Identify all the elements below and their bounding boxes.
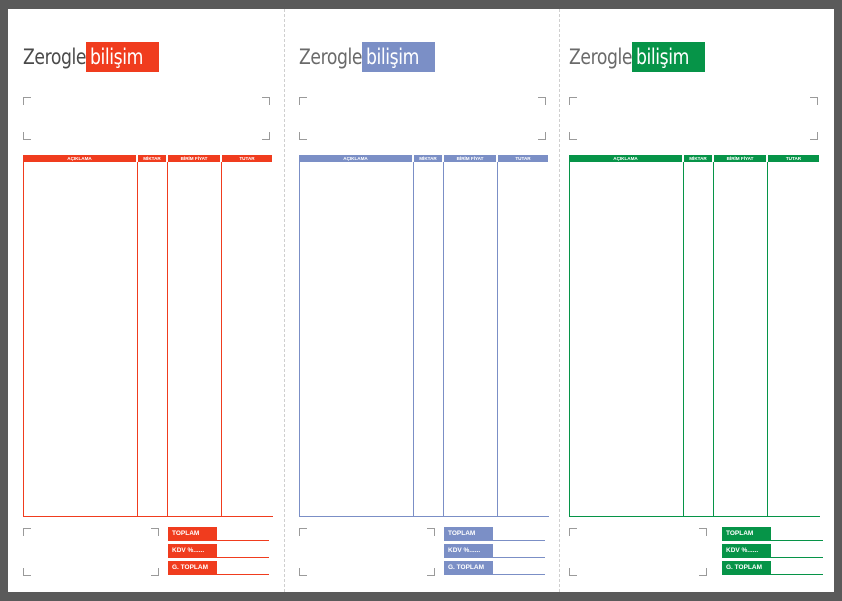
table-header: AÇIKLAMA MİKTAR BİRİM FİYAT TUTAR bbox=[23, 155, 272, 162]
brand-name: Zerogle bbox=[299, 45, 363, 69]
total-line bbox=[493, 540, 545, 541]
brand-name: Zerogle bbox=[23, 45, 87, 69]
crop-mark bbox=[699, 568, 707, 576]
crop-mark bbox=[810, 132, 818, 140]
grand-total-label: G. TOPLAM bbox=[722, 561, 771, 575]
header-amount: TUTAR bbox=[768, 155, 819, 162]
column-quantity bbox=[413, 162, 443, 517]
total-line bbox=[771, 540, 823, 541]
crop-mark bbox=[569, 528, 577, 536]
column-unit-price bbox=[167, 162, 221, 517]
total-label: TOPLAM bbox=[722, 527, 771, 541]
header-unit-price: BİRİM FİYAT bbox=[444, 155, 496, 162]
vat-label: KDV %...... bbox=[168, 544, 217, 558]
crop-mark bbox=[23, 132, 31, 140]
crop-mark bbox=[569, 97, 577, 105]
total-label: TOPLAM bbox=[444, 527, 493, 541]
crop-mark bbox=[151, 528, 159, 536]
table-body bbox=[299, 162, 549, 517]
grand-total-line bbox=[217, 574, 269, 575]
column-quantity bbox=[683, 162, 713, 517]
header-quantity: MİKTAR bbox=[414, 155, 442, 162]
brand-box-text: bilişim bbox=[365, 45, 419, 69]
column-description bbox=[569, 162, 683, 517]
crop-mark bbox=[23, 97, 31, 105]
vat-line bbox=[771, 557, 823, 558]
brand-box: bilişim bbox=[361, 42, 435, 72]
table-header: AÇIKLAMA MİKTAR BİRİM FİYAT TUTAR bbox=[569, 155, 819, 162]
crop-mark bbox=[427, 568, 435, 576]
invoice-panel-blue: Zerogle bilişim AÇIKLAMA MİKTAR BİRİM Fİ… bbox=[284, 9, 559, 592]
crop-mark bbox=[299, 97, 307, 105]
header-quantity: MİKTAR bbox=[138, 155, 166, 162]
column-amount bbox=[767, 162, 820, 517]
header-description: AÇIKLAMA bbox=[569, 155, 682, 162]
grand-total-line bbox=[493, 574, 545, 575]
brand-logo: Zerogle bilişim bbox=[23, 42, 159, 72]
crop-mark bbox=[262, 97, 270, 105]
crop-mark bbox=[262, 132, 270, 140]
column-unit-price bbox=[443, 162, 497, 517]
crop-mark bbox=[299, 568, 307, 576]
panel-divider bbox=[559, 9, 560, 592]
crop-mark bbox=[538, 97, 546, 105]
grand-total-label: G. TOPLAM bbox=[168, 561, 217, 575]
crop-mark bbox=[23, 568, 31, 576]
brand-box-text: bilişim bbox=[89, 45, 143, 69]
header-unit-price: BİRİM FİYAT bbox=[168, 155, 220, 162]
crop-mark bbox=[569, 132, 577, 140]
brand-logo: Zerogle bilişim bbox=[299, 42, 435, 72]
table-body bbox=[569, 162, 820, 517]
vat-line bbox=[493, 557, 545, 558]
column-description bbox=[299, 162, 413, 517]
crop-mark bbox=[569, 568, 577, 576]
crop-mark bbox=[299, 528, 307, 536]
grand-total-line bbox=[771, 574, 823, 575]
table-body bbox=[23, 162, 273, 517]
grand-total-label: G. TOPLAM bbox=[444, 561, 493, 575]
brand-name: Zerogle bbox=[569, 45, 633, 69]
header-quantity: MİKTAR bbox=[684, 155, 712, 162]
invoice-sheet: Zerogle bilişim AÇIKLAMA MİKTAR BİRİM Fİ… bbox=[8, 9, 834, 592]
invoice-panel-green: Zerogle bilişim AÇIKLAMA MİKTAR BİRİM Fİ… bbox=[559, 9, 834, 592]
column-quantity bbox=[137, 162, 167, 517]
header-unit-price: BİRİM FİYAT bbox=[714, 155, 766, 162]
crop-mark bbox=[538, 132, 546, 140]
header-amount: TUTAR bbox=[498, 155, 548, 162]
table-header: AÇIKLAMA MİKTAR BİRİM FİYAT TUTAR bbox=[299, 155, 548, 162]
header-description: AÇIKLAMA bbox=[23, 155, 136, 162]
crop-mark bbox=[151, 568, 159, 576]
invoice-panel-red: Zerogle bilişim AÇIKLAMA MİKTAR BİRİM Fİ… bbox=[8, 9, 284, 592]
panel-divider bbox=[284, 9, 285, 592]
crop-mark bbox=[23, 528, 31, 536]
column-amount bbox=[221, 162, 273, 517]
brand-box: bilişim bbox=[85, 42, 159, 72]
header-amount: TUTAR bbox=[222, 155, 272, 162]
crop-mark bbox=[699, 528, 707, 536]
vat-label: KDV %...... bbox=[722, 544, 771, 558]
header-description: AÇIKLAMA bbox=[299, 155, 412, 162]
total-line bbox=[217, 540, 269, 541]
crop-mark bbox=[299, 132, 307, 140]
brand-logo: Zerogle bilişim bbox=[569, 42, 705, 72]
column-description bbox=[23, 162, 137, 517]
vat-line bbox=[217, 557, 269, 558]
crop-mark bbox=[427, 528, 435, 536]
vat-label: KDV %...... bbox=[444, 544, 493, 558]
total-label: TOPLAM bbox=[168, 527, 217, 541]
column-unit-price bbox=[713, 162, 767, 517]
brand-box-text: bilişim bbox=[635, 45, 689, 69]
brand-box: bilişim bbox=[631, 42, 705, 72]
crop-mark bbox=[810, 97, 818, 105]
column-amount bbox=[497, 162, 549, 517]
